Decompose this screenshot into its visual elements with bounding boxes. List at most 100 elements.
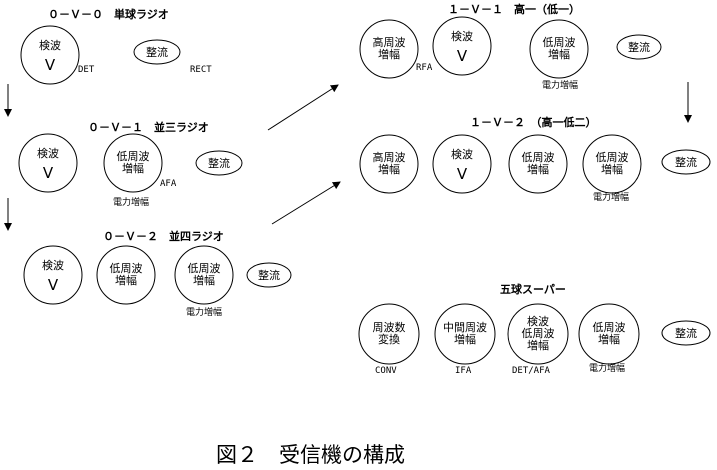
arrow-diag-1 xyxy=(267,84,339,131)
stage-label: 増幅 xyxy=(115,274,137,287)
stage-tag: CONV xyxy=(375,366,397,376)
rectifier-ellipse xyxy=(133,39,181,65)
detector-symbol: Ⅴ xyxy=(457,165,468,183)
stage-1: 検波 Ⅴ xyxy=(23,245,83,305)
stage-label: 検波 xyxy=(37,146,59,160)
stage-circle xyxy=(432,134,492,194)
stage-label: 検波 xyxy=(527,314,549,328)
detector-symbol: Ⅴ xyxy=(48,276,59,294)
stage-circle xyxy=(358,303,420,365)
stage-2: 検波 Ⅴ xyxy=(432,134,492,194)
section-title: ０－Ｖ－０ 単球ラジオ xyxy=(48,7,169,21)
power-amplifier-note: 電力増幅 xyxy=(589,362,625,374)
power-amplifier-note: 電力増幅 xyxy=(186,306,222,318)
stage-1: 検波Ⅴ xyxy=(18,133,78,193)
section-6: 五球スーパー周波数変換CONV中間周波増幅IFA検波低周波増幅DET/AFA低周… xyxy=(358,282,711,376)
stage-circle xyxy=(18,133,78,193)
stage-label: 整流 xyxy=(146,45,168,59)
stage-label: 中間周波 xyxy=(443,321,487,334)
stage-label: 周波数 xyxy=(373,321,406,334)
stage-label: 増幅 xyxy=(454,333,476,346)
stage-circle xyxy=(582,134,642,194)
stage-label: 検波 xyxy=(42,258,64,272)
section-title: １－Ｖ－１ 高一（低一） xyxy=(448,2,580,16)
stage-circle xyxy=(434,303,496,365)
stage-label: 整流 xyxy=(675,155,697,169)
stage-label: 増幅 xyxy=(378,163,400,176)
stage-4: 整流 xyxy=(246,262,292,288)
stage-circle xyxy=(359,19,419,79)
stage-label: 増幅 xyxy=(193,274,215,287)
stage-tag: DET/AFA xyxy=(512,366,551,376)
stage-label: 増幅 xyxy=(548,48,570,61)
section-title: ０－Ｖ－２ 並四ラジオ xyxy=(103,229,224,243)
stage-2: 検波 Ⅴ xyxy=(432,16,492,76)
figure-caption: 図２ 受信機の構成 xyxy=(216,443,405,467)
stage-label: 低周波 xyxy=(188,262,221,275)
stage-label: 増幅 xyxy=(601,163,623,176)
stage-circle xyxy=(578,303,640,365)
rectifier-ellipse xyxy=(246,262,292,288)
stage-circle xyxy=(20,25,80,85)
stage-label: 整流 xyxy=(258,268,280,282)
stage-label: 低周波 xyxy=(543,36,576,49)
stage-4: 整流 xyxy=(616,34,662,60)
stage-label: 低周波 xyxy=(110,262,143,275)
stage-circle xyxy=(507,303,569,365)
stage-tag: AFA xyxy=(160,179,177,189)
stage-label: 増幅 xyxy=(527,163,549,176)
rectifier-ellipse xyxy=(661,149,711,175)
stage-label: 増幅 xyxy=(378,48,400,61)
stage-3: 整流 xyxy=(195,150,243,176)
stage-label: 整流 xyxy=(628,40,650,54)
stage-tag: IFA xyxy=(455,366,472,376)
stage-tag: DET xyxy=(78,65,95,75)
arrow-diag-2 xyxy=(271,181,341,225)
power-amplifier-note: 電力増幅 xyxy=(593,191,629,203)
stage-circle xyxy=(529,19,589,79)
stage-label: 高周波 xyxy=(373,35,406,49)
stage-label: 整流 xyxy=(208,156,230,170)
section-title: 五球スーパー xyxy=(500,282,566,296)
stage-label: 低周波 xyxy=(593,321,626,334)
stage-tag: RECT xyxy=(190,65,212,75)
stage-circle xyxy=(359,134,419,194)
rectifier-ellipse xyxy=(661,320,711,346)
power-amplifier-note: 電力増幅 xyxy=(113,196,149,208)
detector-symbol: Ⅴ xyxy=(457,47,468,65)
stage-circle xyxy=(432,16,492,76)
stage-circle xyxy=(23,245,83,305)
stage-label: 高周波 xyxy=(373,150,406,164)
stage-label: 検波 xyxy=(451,29,473,43)
stage-label: 増幅 xyxy=(122,162,144,175)
rectifier-ellipse xyxy=(195,150,243,176)
stage-label: 低周波 xyxy=(522,327,555,340)
rectifier-ellipse xyxy=(616,34,662,60)
stage-label: 検波 xyxy=(451,147,473,161)
stage-label: 増幅 xyxy=(598,333,620,346)
stage-tag: RFA xyxy=(416,63,433,73)
stage-circle xyxy=(96,245,156,305)
stage-circle xyxy=(103,133,163,193)
detector-symbol: Ⅴ xyxy=(45,56,56,74)
stage-label: 整流 xyxy=(675,326,697,340)
stage-label: 変換 xyxy=(378,332,400,346)
